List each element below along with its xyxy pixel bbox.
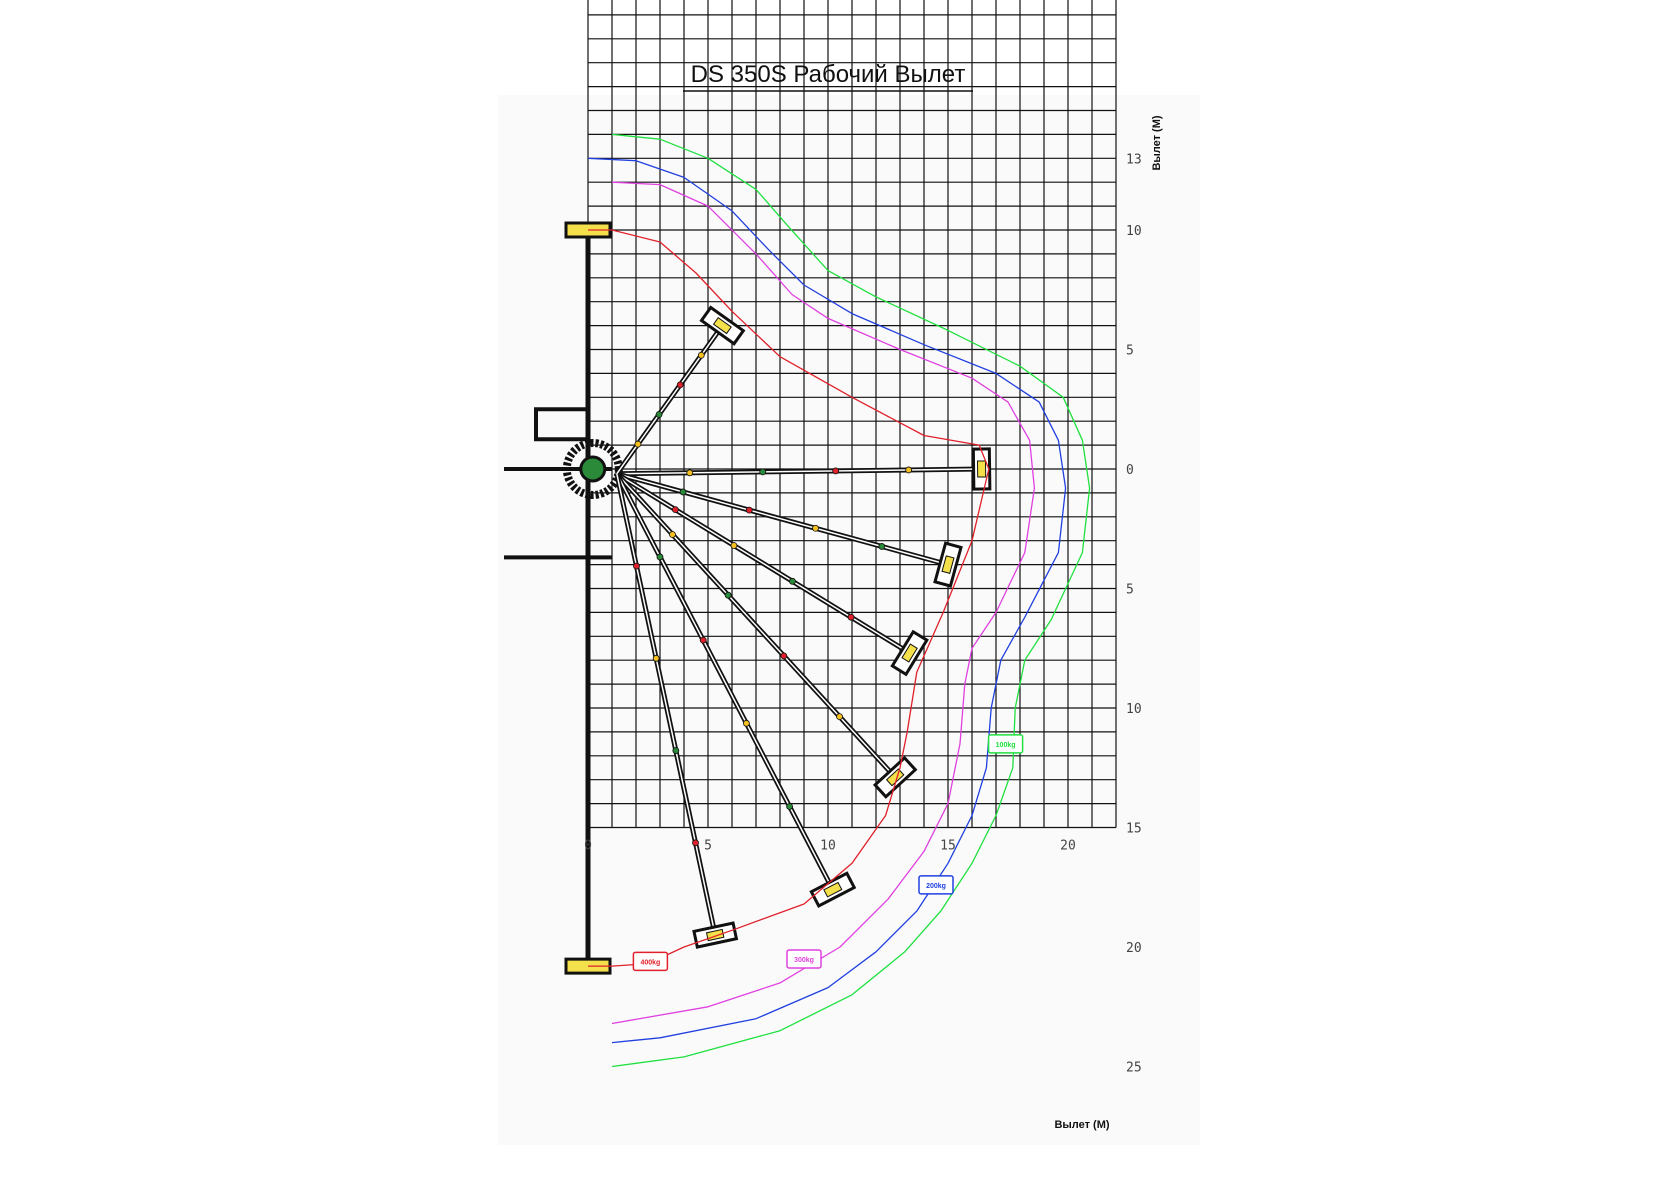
curve-label-text: 400kg — [640, 959, 660, 966]
boom-joint — [878, 543, 886, 550]
boom-arm-inner — [616, 473, 834, 890]
boom-joint — [655, 411, 663, 418]
platform-basket — [933, 541, 963, 588]
boom-joint — [743, 719, 750, 727]
boom-arm-inner — [616, 473, 716, 936]
platform-basket — [890, 629, 929, 677]
basket-core — [941, 555, 955, 574]
y-tick-label: 25 — [1126, 1061, 1142, 1076]
boom-joint — [676, 381, 684, 389]
cab — [534, 407, 590, 442]
boom-joint — [652, 654, 660, 662]
boom-joint — [669, 531, 676, 538]
basket-core — [901, 643, 918, 663]
x-tick-label: 5 — [704, 839, 712, 854]
boom-joint — [789, 577, 796, 585]
boom-joint — [671, 506, 679, 514]
series-curves — [587, 133, 1091, 1068]
x-tick-label: 15 — [940, 839, 956, 854]
boom-arm-inner — [616, 473, 949, 566]
plot-backdrop — [498, 95, 1200, 1145]
boom-arm-inner — [616, 473, 896, 778]
y-tick-label: 10 — [1126, 702, 1142, 717]
basket-core — [885, 768, 905, 787]
curve-label-100kg: 100kg — [987, 734, 1024, 754]
curve-labels: 400kg 300kg 200kg 100kg — [632, 734, 1024, 972]
boom-joint — [812, 524, 819, 532]
boom-joint — [847, 613, 855, 621]
curve-label-box — [987, 734, 1024, 754]
y-tick-label: 15 — [1126, 822, 1142, 837]
boom-joint — [697, 351, 705, 359]
y-axis-label: Вылет (М) — [1151, 115, 1163, 170]
basket-core — [976, 460, 987, 478]
boom-joint — [724, 591, 732, 599]
boom-joint — [679, 488, 687, 496]
curve-label-box — [918, 875, 954, 895]
x-tick-label: 0 — [584, 839, 592, 854]
y-tick-label: 5 — [1126, 583, 1134, 598]
basket-core — [823, 881, 843, 898]
boom-joint — [672, 747, 680, 754]
axis-ticks: 0 5 10 15 20 13 10 5 0 5 10 15 20 25 — [584, 152, 1142, 1075]
boom-joint — [836, 713, 843, 721]
y-tick-label: 0 — [1126, 463, 1134, 478]
platform-basket — [872, 755, 918, 799]
curve-label-300kg: 300kg — [786, 949, 822, 969]
boom-joint — [745, 506, 753, 514]
y-tick-label: 13 — [1126, 152, 1142, 167]
y-tick-label: 20 — [1126, 941, 1142, 956]
x-tick-label: 10 — [820, 839, 836, 854]
curve-label-text: 200kg — [926, 883, 946, 890]
boom-joint — [656, 553, 664, 561]
turret-core — [579, 455, 607, 483]
series-line-200kg — [587, 157, 1067, 1044]
boom-joint — [633, 562, 640, 570]
curve-label-200kg: 200kg — [918, 875, 954, 895]
boom-arm-inner — [616, 473, 910, 654]
boom-joint — [699, 636, 707, 644]
x-axis-label: Вылет (М) — [1054, 1119, 1109, 1131]
platform-basket — [971, 447, 992, 491]
boom-joint — [634, 440, 642, 448]
basket-core — [712, 317, 732, 335]
boom-joint — [786, 803, 793, 810]
boom-joint — [780, 652, 788, 660]
boom-joint — [730, 542, 738, 549]
y-tick-label: 10 — [1126, 224, 1142, 239]
boom-arm-inner — [616, 468, 982, 475]
boom-joint — [905, 466, 913, 474]
curve-label-text: 100kg — [996, 742, 1016, 749]
boom-joint — [832, 467, 840, 475]
curve-label-text: 300kg — [794, 957, 814, 964]
curve-label-400kg: 400kg — [632, 951, 669, 972]
boom-diagram — [504, 221, 992, 975]
series-line-300kg — [611, 181, 1036, 1025]
series-line-400kg — [588, 229, 990, 967]
boom-joint — [692, 839, 699, 847]
boom-arm-inner — [616, 325, 724, 475]
series-line-100kg — [611, 133, 1091, 1068]
platform-basket — [692, 921, 739, 949]
platform-basket — [699, 305, 746, 346]
curve-label-box — [632, 951, 669, 972]
boom-joint — [686, 469, 694, 477]
boom-joint — [759, 468, 767, 476]
curve-label-box — [786, 949, 822, 969]
grid — [587, 0, 1117, 829]
x-tick-label: 20 — [1060, 839, 1076, 854]
y-tick-label: 5 — [1126, 344, 1134, 359]
